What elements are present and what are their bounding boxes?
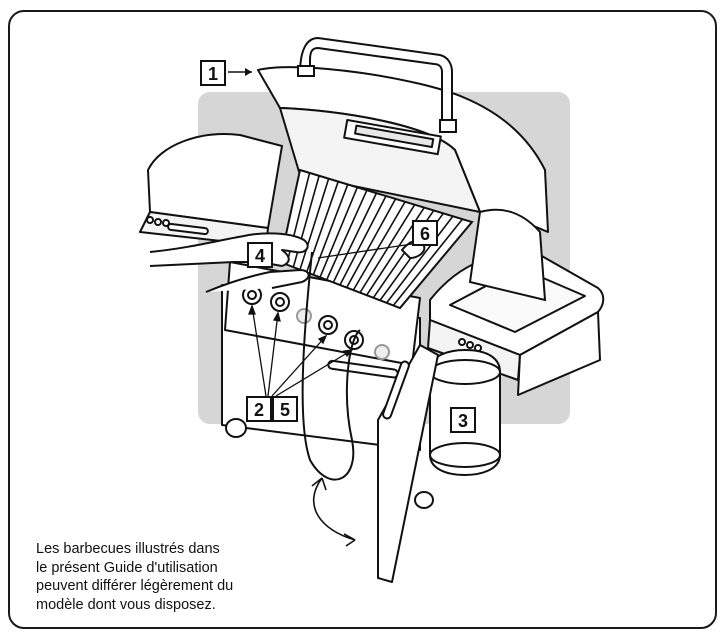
grate-bar	[386, 215, 454, 304]
cabinet-door	[377, 344, 439, 583]
grate-bar	[299, 178, 330, 270]
right-lid-edge	[468, 208, 547, 302]
callout-4-label: 4	[255, 246, 265, 266]
grate-bar	[359, 204, 416, 294]
caption-line-3: peuvent différer légèrement du	[36, 578, 234, 595]
grate-bar	[325, 189, 368, 281]
callout-3: 3	[450, 407, 476, 433]
callout-1-label: 1	[208, 64, 218, 84]
callout-1: 1	[200, 60, 252, 86]
knob-leader-lines	[248, 304, 354, 397]
left-hand	[149, 232, 310, 293]
grate-bar	[392, 218, 464, 306]
callout-5: 5	[272, 396, 298, 422]
caption-line-1: Les barbecues illustrés dans	[36, 541, 220, 557]
callout-2: 2	[246, 396, 272, 422]
caption-line-2: le présent Guide d'utilisation	[36, 559, 218, 576]
grate-bar	[312, 184, 349, 276]
left-side-table	[139, 133, 283, 247]
disclaimer-caption: Les barbecues illustrés dans le présent …	[36, 540, 306, 614]
grate-bar	[319, 187, 359, 278]
callout-5-label: 5	[280, 400, 290, 420]
gas-hose	[301, 251, 361, 481]
callout-2-label: 2	[254, 400, 264, 420]
grate-bar	[352, 201, 406, 291]
grate-bar	[339, 195, 387, 286]
callout-6-label: 6	[420, 224, 430, 244]
grate-bar	[332, 192, 378, 283]
callout-6: 6	[317, 220, 438, 259]
callout-4: 4	[247, 242, 273, 268]
grate-bar	[345, 198, 397, 288]
callout-3-label: 3	[458, 411, 468, 431]
door-swing-arrow	[312, 477, 356, 541]
grill-lid	[257, 66, 549, 233]
lid-handle	[297, 36, 457, 133]
caption-line-4: modèle dont vous disposez.	[36, 596, 216, 613]
